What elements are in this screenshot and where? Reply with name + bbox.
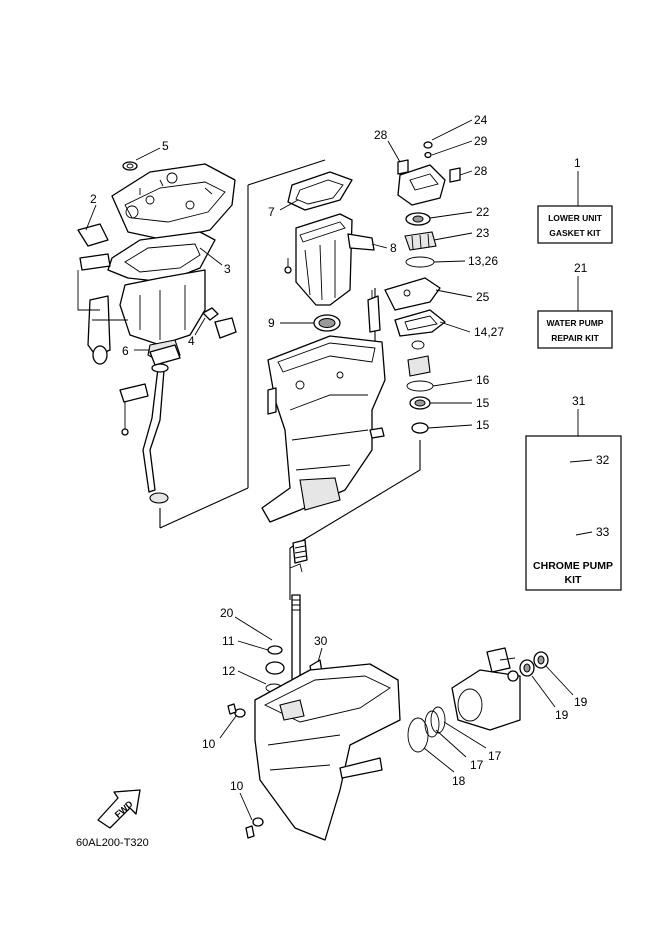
callout-4: 4 (188, 334, 195, 348)
callout-12: 12 (222, 664, 236, 678)
callout-30: 30 (314, 634, 328, 648)
callout-33: 33 (596, 525, 610, 539)
callout-8: 8 (390, 241, 397, 255)
callout-13-26: 13,26 (468, 254, 498, 268)
prop-shaft-housing (407, 647, 549, 753)
gasket-kit-line-1: LOWER UNIT (548, 213, 603, 223)
water-pump-kit-line-2: REPAIR KIT (551, 333, 599, 343)
group-lines (159, 159, 421, 600)
callout-20: 20 (220, 606, 234, 620)
callout-25: 25 (476, 290, 490, 304)
diagram-code: 60AL200-T320 (76, 837, 149, 849)
callout-3: 3 (224, 262, 231, 276)
callout-15-a: 15 (476, 396, 490, 410)
callout-2: 2 (90, 192, 97, 206)
chrome-pump-kit-box: CHROME PUMP KIT (525, 409, 622, 591)
callout-22: 22 (476, 205, 490, 219)
gasket-7 (287, 171, 353, 211)
fwd-arrow: FWD (97, 789, 141, 829)
lower-case (227, 663, 401, 841)
callout-19-a: 19 (555, 708, 569, 722)
callout-1: 1 (574, 156, 581, 170)
callout-10-a: 10 (202, 737, 216, 751)
callout-19-b: 19 (574, 695, 588, 709)
callout-17-b: 17 (488, 749, 502, 763)
gasket-kit-line-2: GASKET KIT (549, 228, 601, 238)
callout-28-a: 28 (374, 128, 388, 142)
water-pump-assembly (384, 141, 461, 434)
upper-casing (261, 290, 386, 573)
callout-14-27: 14,27 (474, 325, 504, 339)
callout-5: 5 (162, 139, 169, 153)
callout-10-b: 10 (230, 779, 244, 793)
water-pump-kit-line-1: WATER PUMP (547, 318, 604, 328)
callout-numbers: 1 2 3 4 5 6 7 8 9 10 10 11 12 13,26 14,2… (90, 113, 610, 793)
oil-seal-9 (313, 314, 341, 332)
callout-24: 24 (474, 113, 488, 127)
callout-9: 9 (268, 316, 275, 330)
exhaust-manifold (284, 213, 375, 306)
callout-31: 31 (572, 394, 586, 408)
callout-6: 6 (122, 344, 129, 358)
exhaust-guide-assembly (77, 161, 237, 504)
callout-7: 7 (268, 205, 275, 219)
callout-23: 23 (476, 226, 490, 240)
chrome-pump-kit-line-1: CHROME PUMP (533, 560, 613, 572)
callout-28-b: 28 (474, 164, 488, 178)
callout-16: 16 (476, 373, 490, 387)
gasket-kit-box: LOWER UNIT GASKET KIT (537, 171, 613, 244)
callout-29: 29 (474, 134, 488, 148)
callout-17-a: 17 (470, 758, 484, 772)
callout-15-b: 15 (476, 418, 490, 432)
callout-21: 21 (574, 261, 588, 275)
water-pump-kit-box: WATER PUMP REPAIR KIT (537, 276, 613, 349)
callout-32: 32 (596, 453, 610, 467)
leader-lines (85, 119, 593, 821)
callout-18: 18 (452, 774, 466, 788)
chrome-pump-kit-line-2: KIT (565, 574, 583, 586)
callout-11: 11 (222, 634, 235, 648)
